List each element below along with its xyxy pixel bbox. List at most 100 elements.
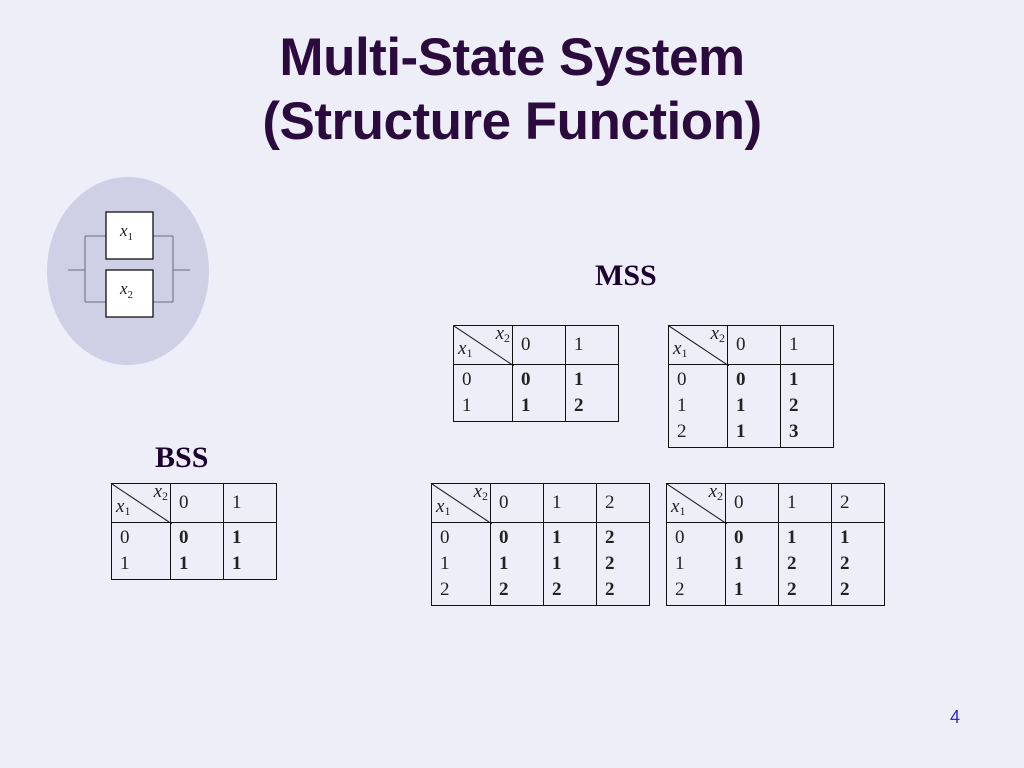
row-variable-label: x1 xyxy=(458,338,473,360)
table-corner-cell: x1 x2 xyxy=(666,481,727,524)
column-header: 1 xyxy=(543,483,597,523)
structure-value: 2 xyxy=(840,579,850,600)
corner-diagonal xyxy=(112,484,172,524)
value-column-cell: 1 2 3 xyxy=(780,364,834,448)
structure-value: 0 xyxy=(179,527,189,548)
column-variable-label: x2 xyxy=(153,481,168,503)
structure-value: 1 xyxy=(787,527,797,548)
structure-value: 1 xyxy=(736,395,746,416)
structure-value: 1 xyxy=(840,527,850,548)
corner-diagonal xyxy=(454,326,514,366)
row-label: 2 xyxy=(675,579,685,600)
component-x2-label: x2 xyxy=(119,279,133,301)
column-header: 1 xyxy=(223,483,277,523)
table-corner-cell: x1 x2 xyxy=(111,481,172,524)
row-label: 0 xyxy=(120,527,130,548)
column-header: 2 xyxy=(596,483,650,523)
title-line-1: Multi-State System xyxy=(279,28,745,87)
structure-value: 1 xyxy=(574,369,584,390)
corner-diagonal xyxy=(669,326,729,366)
structure-value: 2 xyxy=(787,553,797,574)
row-variable-label: x1 xyxy=(116,496,131,518)
structure-value: 0 xyxy=(499,527,509,548)
structure-value: 1 xyxy=(232,527,242,548)
corner-diagonal xyxy=(667,484,727,524)
structure-value: 1 xyxy=(734,579,744,600)
structure-value: 1 xyxy=(552,553,562,574)
row-label: 1 xyxy=(462,395,472,416)
component-x2-box xyxy=(105,269,154,318)
column-header: 0 xyxy=(727,325,781,365)
row-labels-cell: 0 1 2 xyxy=(431,522,491,606)
row-label: 1 xyxy=(440,553,450,574)
structure-value: 2 xyxy=(605,527,615,548)
value-column-cell: 0 1 1 xyxy=(725,522,779,606)
column-header: 2 xyxy=(831,483,885,523)
structure-value: 3 xyxy=(789,421,799,442)
page-number: 4 xyxy=(950,707,961,727)
structure-value: 0 xyxy=(521,369,531,390)
structure-value: 1 xyxy=(499,553,509,574)
structure-value: 2 xyxy=(840,553,850,574)
structure-value: 1 xyxy=(734,553,744,574)
column-header: 0 xyxy=(490,483,544,523)
row-label: 2 xyxy=(677,421,687,442)
column-header: 0 xyxy=(170,483,224,523)
structure-value: 2 xyxy=(605,579,615,600)
value-column-cell: 0 1 2 xyxy=(490,522,544,606)
structure-value: 1 xyxy=(789,369,799,390)
column-header: 1 xyxy=(780,325,834,365)
parallel-system-diagram: x1 x2 xyxy=(47,176,209,366)
structure-value: 2 xyxy=(499,579,509,600)
row-label: 1 xyxy=(677,395,687,416)
corner-diagonal xyxy=(432,484,492,524)
structure-value: 1 xyxy=(736,421,746,442)
row-label: 0 xyxy=(440,527,450,548)
structure-value: 0 xyxy=(736,369,746,390)
parallel-diagram-graphic: x1 x2 xyxy=(47,177,209,365)
column-variable-label: x2 xyxy=(495,323,510,345)
row-variable-label: x1 xyxy=(671,496,686,518)
row-label: 2 xyxy=(440,579,450,600)
mss-label: MSS xyxy=(595,259,657,292)
structure-value: 2 xyxy=(789,395,799,416)
value-column-cell: 1 2 2 xyxy=(831,522,885,606)
column-variable-label: x2 xyxy=(708,481,723,503)
table-corner-cell: x1 x2 xyxy=(453,323,514,366)
row-label: 0 xyxy=(462,369,472,390)
row-label: 1 xyxy=(120,553,130,574)
column-header: 0 xyxy=(725,483,779,523)
component-x1-box xyxy=(105,211,154,260)
component-x1-label: x1 xyxy=(119,221,133,243)
column-variable-label: x2 xyxy=(473,481,488,503)
title-line-2: (Structure Function) xyxy=(262,92,762,151)
row-variable-label: x1 xyxy=(673,338,688,360)
row-label: 1 xyxy=(675,553,685,574)
structure-value: 1 xyxy=(521,395,531,416)
structure-value: 1 xyxy=(179,553,189,574)
structure-value: 0 xyxy=(734,527,744,548)
